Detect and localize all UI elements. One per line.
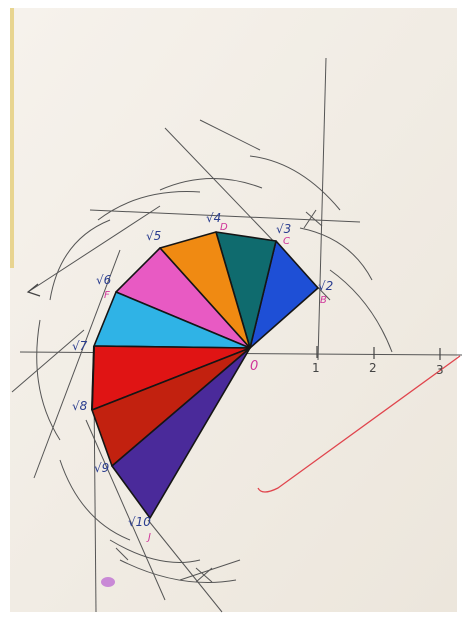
compass-arc: [109, 539, 201, 563]
tick-mark: [115, 547, 129, 561]
compass-arc: [249, 155, 341, 211]
tick-mark: [195, 567, 213, 583]
construction-line: [93, 389, 97, 613]
red-pen-line: [257, 355, 461, 493]
arrowhead: [26, 283, 41, 297]
arrowheads: [26, 283, 41, 297]
construction-line: [27, 205, 161, 293]
label-sqrt9: √9: [94, 461, 109, 475]
axis-label-1: 1: [312, 361, 320, 375]
axis-label-2: 2: [369, 361, 377, 375]
vertical-axis: [317, 57, 327, 361]
label-point-d: D: [220, 222, 228, 233]
compass-arc: [59, 459, 131, 541]
label-sqrt7: √7: [72, 339, 88, 353]
spiral-edge: [91, 345, 95, 411]
tick-mark: [305, 211, 323, 227]
label-point-f: F: [104, 290, 110, 301]
ink-spot: [101, 577, 115, 587]
unit-ticks: [316, 346, 441, 360]
construction-line: [199, 119, 261, 151]
axis-label-3: 3: [436, 363, 444, 377]
label-origin: 0: [250, 359, 258, 374]
compass-arc: [36, 319, 61, 441]
label-sqrt8: √8: [72, 399, 88, 413]
label-sqrt3: √3: [276, 222, 291, 236]
label-sqrt5: √5: [146, 229, 161, 243]
label-sqrt4: √4: [206, 211, 221, 225]
construction-line: [85, 419, 166, 601]
compass-arc: [329, 269, 393, 353]
compass-arc: [49, 219, 111, 301]
paper-edge: [10, 8, 14, 268]
label-point-j: J: [146, 532, 151, 543]
compass-arc: [299, 227, 373, 281]
label-sqrt10: √10: [128, 515, 151, 529]
construction-lines: [11, 57, 463, 613]
triangle-sqrt9: [111, 347, 251, 519]
label-sqrt2: √2: [318, 279, 333, 293]
construction-line: [33, 249, 121, 479]
compass-arc: [159, 177, 263, 191]
construction-line: [11, 329, 85, 393]
construction-line: [147, 519, 223, 613]
compass-arc: [97, 191, 201, 221]
label-point-c: C: [283, 236, 290, 247]
tick-mark: [303, 209, 317, 229]
label-point-b: B: [320, 295, 327, 306]
spiral-triangles: [91, 231, 319, 519]
compass-arc: [119, 559, 237, 583]
label-sqrt6: √6: [96, 273, 112, 287]
